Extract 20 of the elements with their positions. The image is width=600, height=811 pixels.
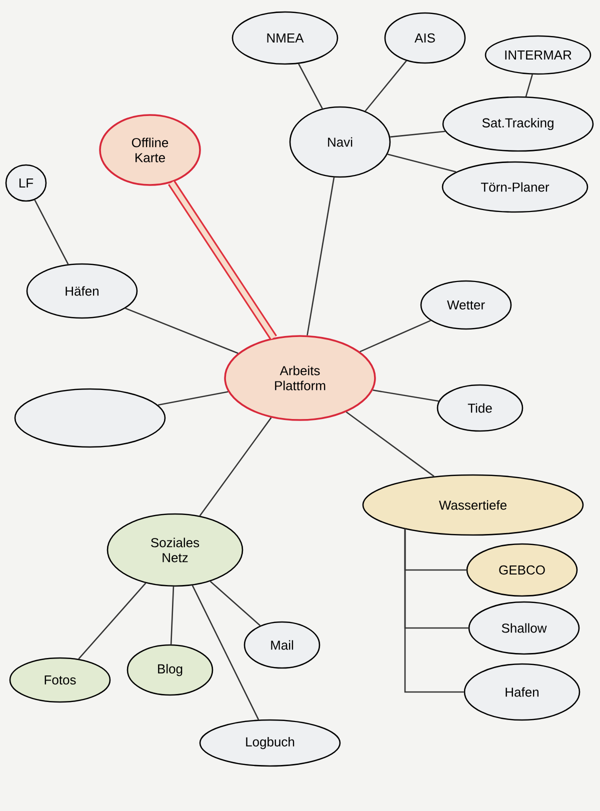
connector-line (390, 130, 446, 138)
connector-line (364, 60, 407, 112)
connector-line (210, 580, 261, 626)
connector-line (525, 74, 533, 97)
connector-line (298, 63, 323, 109)
connector-line (125, 308, 238, 354)
connector-line (372, 390, 439, 402)
connector-line (404, 528, 464, 693)
connector-line (170, 586, 174, 644)
connector-line (158, 391, 228, 406)
connector-line (34, 200, 69, 265)
connector-line (168, 180, 277, 340)
connector-line (199, 417, 272, 516)
connector-line (192, 585, 260, 720)
connector-line (387, 154, 456, 172)
connector-line (346, 411, 434, 477)
connector-line (360, 320, 431, 352)
connector-line (306, 177, 335, 336)
idea-ellipse (14, 388, 166, 448)
connector-line (78, 582, 146, 660)
